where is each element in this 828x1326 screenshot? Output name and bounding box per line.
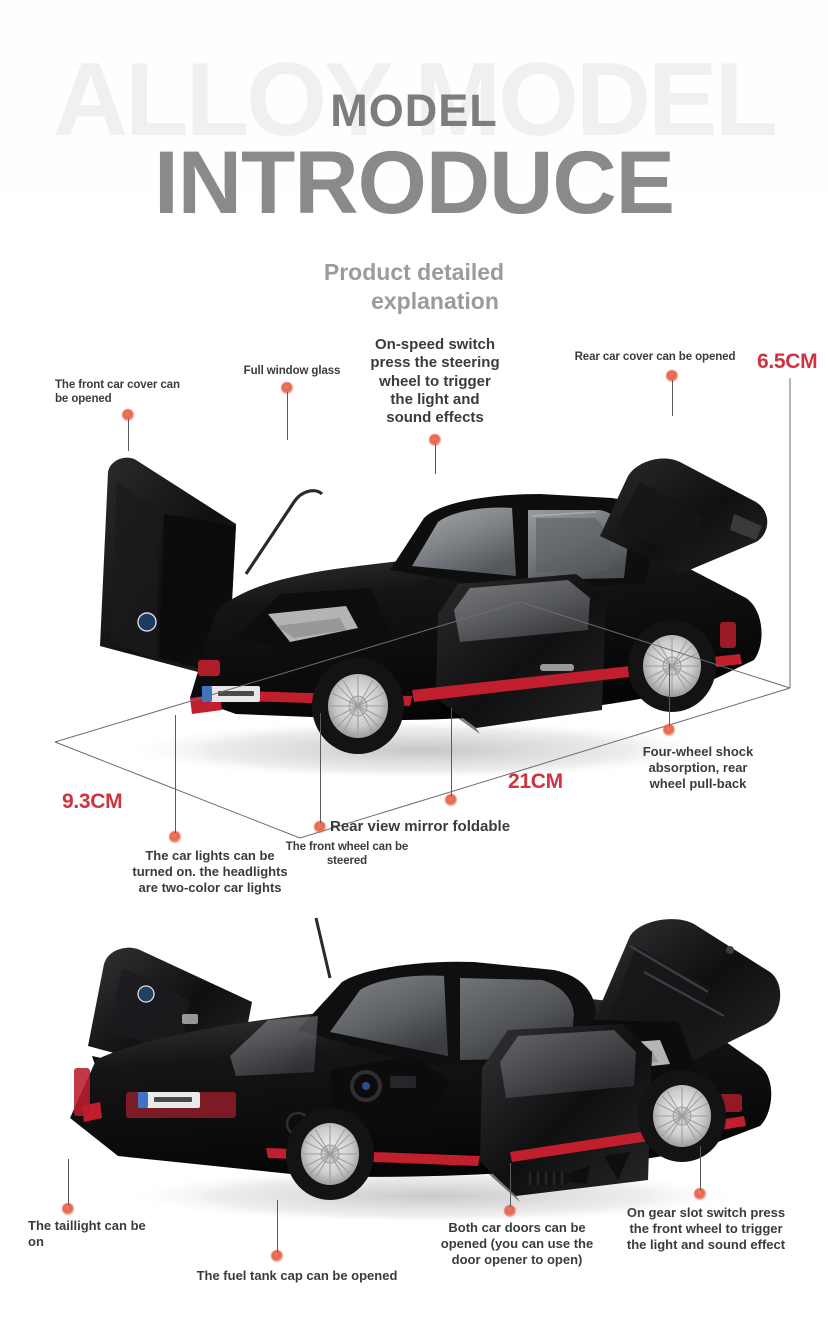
- pin-dot-icon: [62, 1203, 74, 1215]
- pin-stem: [174, 715, 176, 833]
- heading-model: MODEL: [330, 85, 498, 136]
- pin-dot-icon: [122, 409, 134, 421]
- pin-stem: [668, 664, 670, 726]
- pin-dot-icon: [445, 794, 457, 806]
- annotation-fuel-cap-label: The fuel tank cap can be opened: [196, 1268, 398, 1283]
- header: ALLOY MODEL MODEL INTRODUCE Product deta…: [0, 0, 828, 318]
- car-illustration-top: [100, 457, 768, 780]
- dimension-label-width: 9.3CM: [62, 790, 123, 813]
- subtitle-line-1: Product detailed: [323, 259, 505, 285]
- annotation-shock-absorption-label: Four-wheel shock absorption, rear wheel …: [642, 744, 754, 791]
- door-opener-tools: [526, 1152, 630, 1185]
- annotation-window-glass-label: Full window glass: [243, 365, 341, 377]
- pin-stem: [450, 708, 452, 796]
- dimension-label-length: 21CM: [508, 770, 563, 793]
- pin-dot-icon: [666, 370, 678, 382]
- pin-stem: [671, 380, 673, 416]
- pin-dot-icon: [429, 434, 441, 446]
- pin-stem: [434, 444, 436, 474]
- pin-dot-icon: [169, 831, 181, 843]
- annotation-rear-view-mirror-label: Rear view mirror foldable: [330, 818, 511, 835]
- annotation-taillight-label: The taillight can be on: [28, 1218, 146, 1249]
- pin-dot-icon: [314, 821, 326, 833]
- pin-dot-icon: [281, 382, 293, 394]
- dimension-label-height: 6.5CM: [757, 350, 818, 373]
- product-photo-top: [40, 398, 800, 798]
- pin-stem: [67, 1159, 69, 1205]
- annotation-rear-cover-label: Rear car cover can be opened: [574, 351, 736, 363]
- annotation-gear-slot-label: On gear slot switch press the front whee…: [626, 1205, 786, 1252]
- pin-stem: [699, 1146, 701, 1190]
- pin-dot-icon: [271, 1250, 283, 1262]
- annotation-car-lights-label: The car lights can be turned on. the hea…: [132, 848, 288, 895]
- pin-dot-icon: [694, 1188, 706, 1200]
- annotation-front-wheel-label: The front wheel can be steered: [285, 841, 409, 868]
- annotation-speed-switch-label: On-speed switch press the steering wheel…: [370, 336, 500, 427]
- product-photo-bottom: [30, 880, 810, 1240]
- pin-dot-icon: [504, 1205, 516, 1217]
- watermark-text: ALLOY MODEL: [53, 42, 778, 158]
- subtitle: Product detailed explanation: [0, 258, 828, 317]
- pin-stem: [319, 713, 321, 823]
- pin-dot-icon: [663, 724, 675, 736]
- subtitle-line-2: explanation: [371, 288, 499, 315]
- pin-stem: [286, 392, 288, 440]
- pin-stem: [127, 419, 129, 451]
- annotation-front-cover-label: The front car cover can be opened: [55, 379, 180, 406]
- car-illustration-bottom: [70, 917, 781, 1224]
- annotation-car-doors-label: Both car doors can be opened (you can us…: [440, 1220, 594, 1267]
- pin-stem: [509, 1163, 511, 1207]
- pin-stem: [276, 1200, 278, 1252]
- page-title: INTRODUCE: [153, 132, 675, 232]
